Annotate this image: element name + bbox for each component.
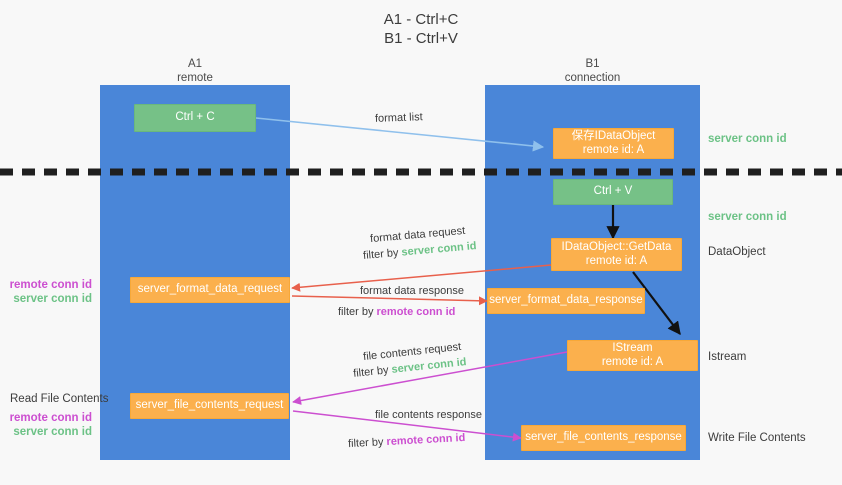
label-server-conn-id-format: server conn id (13, 293, 92, 305)
edge-label-file-contents-response-filter: filter by remote conn id (348, 431, 466, 452)
label-server-conn-id-file: server conn id (13, 426, 92, 438)
filter-prefix-4: filter by (347, 436, 387, 451)
column-header-a1: A1 remote (177, 58, 213, 84)
label-remote-conn-id-file: remote conn id (9, 412, 92, 424)
node-server-format-data-request[interactable]: server_format_data_request (130, 277, 290, 303)
label-read-file-contents: Read File Contents (10, 393, 109, 405)
filter-prefix-2: filter by (338, 306, 377, 318)
node-save-idataobject[interactable]: 保存IDataObject remote id: A (553, 128, 674, 159)
node-idataobject-getdata[interactable]: IDataObject::GetData remote id: A (551, 238, 682, 271)
page-title: A1 - Ctrl+C B1 - Ctrl+V (383, 11, 459, 47)
node-server-file-contents-request[interactable]: server_file_contents_request (130, 393, 289, 419)
filter-prefix-1: filter by (362, 246, 403, 262)
node-server-format-data-response[interactable]: server_format_data_response (487, 288, 645, 314)
label-conn-ids-file: remote conn id server conn id (0, 411, 92, 439)
node-istream[interactable]: IStream remote id: A (567, 340, 698, 371)
node-server-file-contents-response[interactable]: server_file_contents_response (521, 425, 686, 451)
node-ctrl-c[interactable]: Ctrl + C (134, 104, 256, 132)
label-remote-conn-id-format: remote conn id (9, 279, 92, 291)
column-header-b1: B1 connection (564, 58, 621, 84)
filter-prefix-3: filter by (352, 363, 393, 380)
edge-label-format-data-response: format data response (360, 285, 464, 297)
edge-label-format-data-response-filter: filter by remote conn id (338, 305, 455, 320)
edge-label-file-contents-response: file contents response (375, 409, 483, 421)
label-write-file-contents: Write File Contents (708, 432, 806, 444)
filter-value-4: remote conn id (386, 431, 466, 449)
label-server-conn-id-mid: server conn id (708, 211, 787, 223)
label-dataobject: DataObject (708, 246, 766, 258)
filter-value-2: remote conn id (376, 306, 456, 318)
label-server-conn-id-top: server conn id (708, 133, 787, 145)
node-ctrl-v[interactable]: Ctrl + V (553, 179, 673, 205)
edge-label-format-list: format list (374, 111, 423, 125)
label-istream: Istream (708, 351, 747, 363)
label-conn-ids-format: remote conn id server conn id (0, 278, 92, 306)
